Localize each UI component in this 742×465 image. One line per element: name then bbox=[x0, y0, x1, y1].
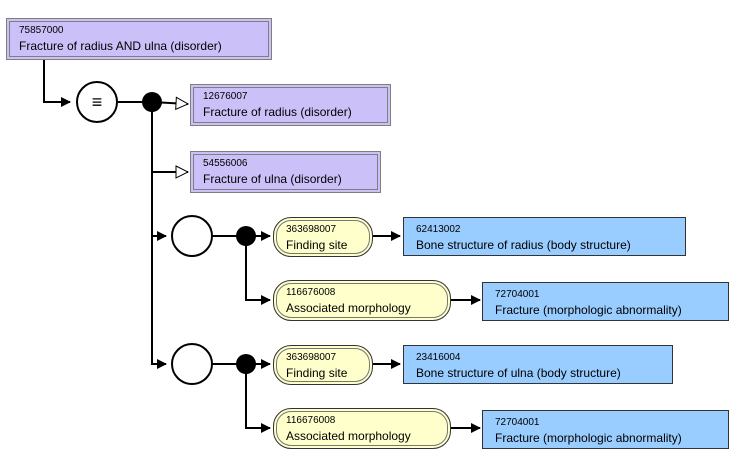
attribute-code: 363698007 bbox=[286, 352, 337, 363]
attribute-label: Associated morphology bbox=[286, 301, 411, 315]
value-code: 62413002 bbox=[416, 224, 461, 235]
attribute-value[interactable]: 23416004 Bone structure of ulna (body st… bbox=[403, 345, 673, 384]
parent-concept[interactable]: 12676007 Fracture of radius (disorder) bbox=[190, 84, 391, 126]
attribute-label: Associated morphology bbox=[286, 429, 411, 443]
attribute-code: 363698007 bbox=[286, 224, 337, 235]
attribute-value[interactable]: 72704001 Fracture (morphologic abnormali… bbox=[482, 410, 729, 449]
group2-conjunction-dot bbox=[236, 354, 256, 374]
conjunction-dot bbox=[142, 92, 162, 112]
value-code: 72704001 bbox=[495, 289, 540, 300]
root-concept[interactable]: 75857000 Fracture of radius AND ulna (di… bbox=[6, 18, 272, 60]
attribute-box[interactable]: 363698007 Finding site bbox=[273, 217, 373, 257]
parent-concept[interactable]: 54556006 Fracture of ulna (disorder) bbox=[190, 151, 381, 193]
group1-circle bbox=[171, 215, 213, 257]
concept-code: 12676007 bbox=[203, 91, 248, 102]
concept-code: 75857000 bbox=[19, 25, 64, 36]
attribute-box[interactable]: 363698007 Finding site bbox=[273, 345, 373, 385]
attribute-value[interactable]: 72704001 Fracture (morphologic abnormali… bbox=[482, 282, 729, 321]
attribute-label: Finding site bbox=[286, 238, 348, 252]
value-code: 72704001 bbox=[495, 417, 540, 428]
g1-attr2-arrow bbox=[245, 236, 271, 305]
attribute-box[interactable]: 116676008 Associated morphology bbox=[273, 408, 451, 449]
value-label: Bone structure of ulna (body structure) bbox=[416, 366, 621, 380]
attribute-box[interactable]: 116676008 Associated morphology bbox=[273, 280, 451, 321]
attribute-value[interactable]: 62413002 Bone structure of radius (body … bbox=[403, 217, 686, 256]
group-arrow-2 bbox=[151, 236, 167, 369]
concept-label: Fracture of ulna (disorder) bbox=[203, 172, 342, 186]
attribute-code: 116676008 bbox=[286, 415, 336, 426]
definition-status-symbol: ≡ bbox=[91, 92, 103, 112]
value-label: Bone structure of radius (body structure… bbox=[416, 238, 631, 252]
attribute-code: 116676008 bbox=[286, 287, 336, 298]
attribute-label: Finding site bbox=[286, 366, 348, 380]
concept-label: Fracture of radius AND ulna (disorder) bbox=[19, 39, 222, 53]
value-code: 23416004 bbox=[416, 352, 461, 363]
root-connector bbox=[43, 60, 71, 107]
definition-status-circle bbox=[76, 81, 118, 123]
g2-attr2-arrow bbox=[245, 364, 271, 433]
group1-conjunction-dot bbox=[236, 226, 256, 246]
value-label: Fracture (morphologic abnormality) bbox=[495, 431, 682, 445]
value-label: Fracture (morphologic abnormality) bbox=[495, 303, 682, 317]
group-arrow-1 bbox=[151, 172, 167, 241]
isa-arrow-2 bbox=[151, 102, 188, 172]
group2-circle bbox=[171, 343, 213, 385]
concept-code: 54556006 bbox=[203, 158, 248, 169]
concept-label: Fracture of radius (disorder) bbox=[203, 105, 352, 119]
